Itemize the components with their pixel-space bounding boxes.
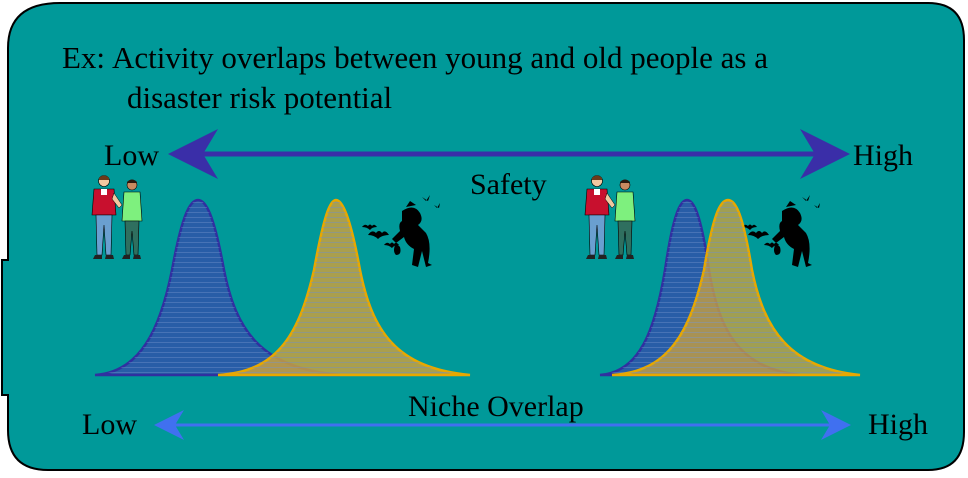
niche-high-label: High — [868, 408, 928, 441]
title-line-1: Activity overlaps between young and old … — [112, 40, 768, 75]
niche-axis-label: Niche Overlap — [408, 390, 584, 423]
safety-axis-label: Safety — [470, 168, 547, 201]
safety-high-label: High — [853, 139, 913, 172]
niche-low-label: Low — [82, 408, 137, 441]
left-scenario — [91, 175, 471, 377]
title-line-2: disaster risk potential — [127, 80, 392, 115]
title-prefix: Ex: — [62, 40, 105, 75]
safety-low-label: Low — [104, 139, 159, 172]
right-scenario — [584, 175, 861, 377]
